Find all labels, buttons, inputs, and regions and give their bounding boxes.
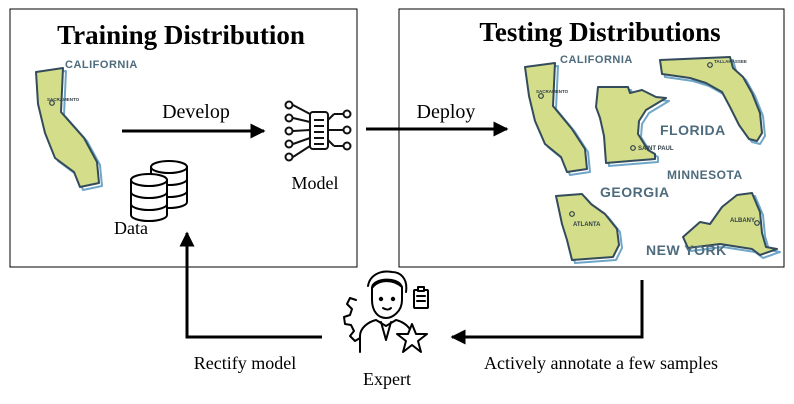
testing-atlanta-label: ATLANTA — [573, 222, 601, 228]
rectify-label: Rectify model — [194, 353, 296, 373]
training-california-map — [35, 67, 103, 191]
model-label: Model — [292, 173, 339, 193]
testing-minnesota-label: MINNESOTA — [667, 168, 743, 182]
testing-florida-map — [659, 56, 766, 145]
database-icon — [130, 160, 188, 222]
annotate-label: Actively annotate a few samples — [484, 353, 718, 373]
testing-california-map — [524, 62, 591, 176]
training-title: Training Distribution — [57, 20, 305, 50]
training-state-label: CALIFORNIA — [65, 59, 138, 71]
testing-sacramento-label: SACRAMENTO — [536, 89, 569, 94]
annotate-arrow — [450, 280, 644, 345]
testing-frame — [398, 8, 785, 268]
testing-california-label: CALIFORNIA — [560, 54, 633, 66]
expert-label: Expert — [363, 369, 411, 389]
develop-label: Develop — [162, 101, 230, 123]
testing-georgia-label: GEORGIA — [600, 184, 670, 200]
rectify-arrow — [179, 231, 322, 339]
deploy-label: Deploy — [417, 101, 476, 123]
data-label: Data — [114, 218, 148, 238]
testing-saint-paul-label: SAINT PAUL — [638, 146, 674, 152]
testing-minnesota-map — [595, 86, 670, 167]
testing-title: Testing Distributions — [479, 17, 720, 47]
testing-florida-label: FLORIDA — [660, 122, 726, 138]
expert-icon — [343, 270, 429, 353]
testing-tallahassee-label: TALLAHASSEE — [714, 59, 747, 64]
testing-georgia-map — [555, 193, 623, 264]
testing-albany-label: ALBANY — [730, 218, 755, 224]
training-frame — [9, 8, 358, 268]
testing-new-york-label: NEW YORK — [646, 242, 727, 258]
training-sacramento-marker — [49, 100, 55, 106]
training-city-label: SACRAMENTO — [47, 97, 80, 102]
testing-new-york-map — [682, 192, 781, 259]
neural-network-icon — [284, 100, 352, 162]
